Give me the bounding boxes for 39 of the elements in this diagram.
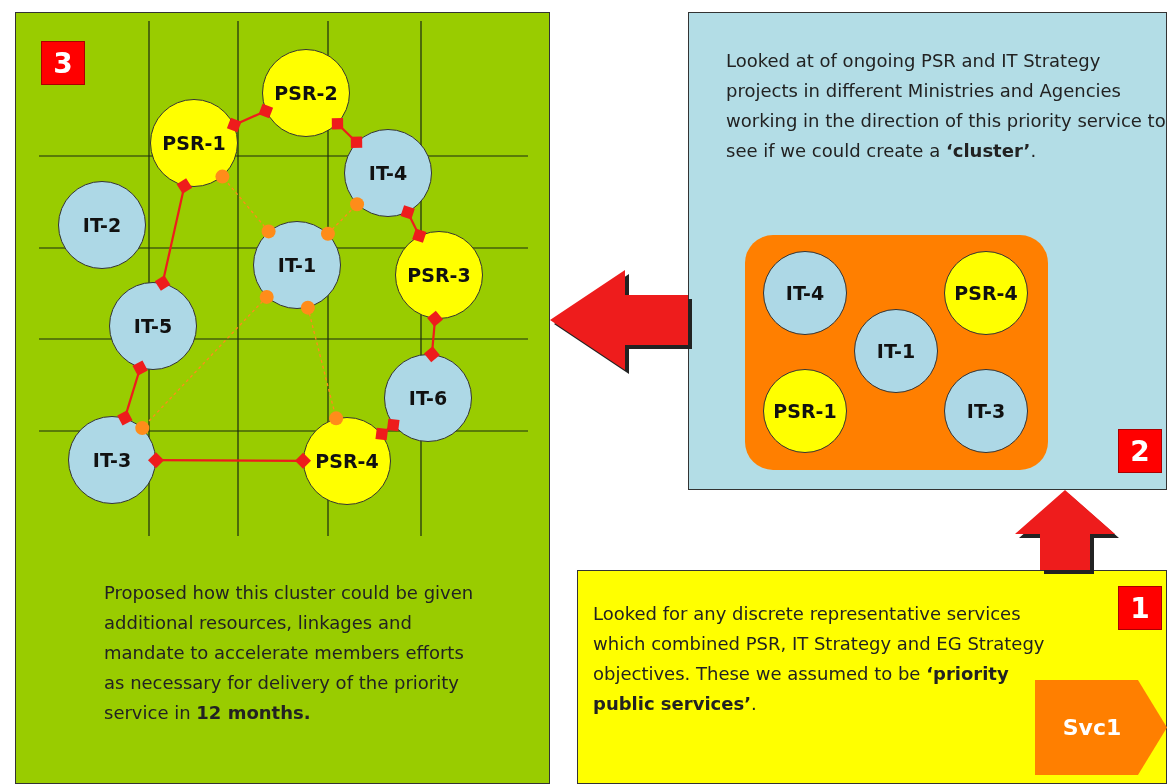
cluster-circle: IT-1 (854, 309, 938, 393)
cluster-circle: IT-4 (763, 251, 847, 335)
step-panel (688, 12, 1167, 490)
connector-line (226, 103, 274, 133)
cluster-circle: PSR-3 (395, 231, 483, 319)
step-number: 1 (1118, 586, 1162, 630)
cluster-circle: PSR-4 (944, 251, 1028, 335)
block-arrow (1015, 490, 1115, 570)
block-arrow (550, 270, 688, 370)
connector-line (400, 205, 427, 243)
description-text: Proposed how this cluster could be given additional resources, linkages and mandate to accelerate members efforts as necessary for delivery of the priority service in 12 months. (104, 581, 474, 725)
step-panel (15, 12, 550, 784)
description-text: Looked at of ongoing PSR and IT Strategy projects in different Ministries and Agencies working in the direction of this priority service to see if we could create a ‘cluster’. (726, 49, 1166, 163)
connector-line (423, 310, 444, 363)
connector-line (375, 418, 400, 441)
cluster-circle: IT-2 (58, 181, 146, 269)
service-tag: Svc1 (1035, 680, 1167, 775)
cluster-circle: PSR-2 (262, 49, 350, 137)
connector-line (331, 118, 363, 148)
cluster-circle: PSR-1 (150, 99, 238, 187)
dotted-connector (300, 300, 344, 426)
cluster-circle: PSR-1 (763, 369, 847, 453)
cluster-circle: IT-6 (384, 354, 472, 442)
connector-line (148, 452, 311, 469)
cluster-circle: IT-3 (68, 416, 156, 504)
dotted-connector (215, 169, 276, 239)
cluster-circle: PSR-4 (303, 417, 391, 505)
step-panel (577, 570, 1167, 784)
cluster-circle: IT-5 (109, 282, 197, 370)
cluster-circle: IT-1 (253, 221, 341, 309)
cluster-box (745, 235, 1048, 470)
dotted-connector (135, 289, 274, 436)
cluster-circle: IT-3 (944, 369, 1028, 453)
dotted-connector (320, 197, 365, 241)
step-number: 3 (41, 41, 85, 85)
cluster-circle: IT-4 (344, 129, 432, 217)
connector-line (117, 360, 148, 426)
connector-line (154, 178, 193, 291)
step-number: 2 (1118, 429, 1162, 473)
